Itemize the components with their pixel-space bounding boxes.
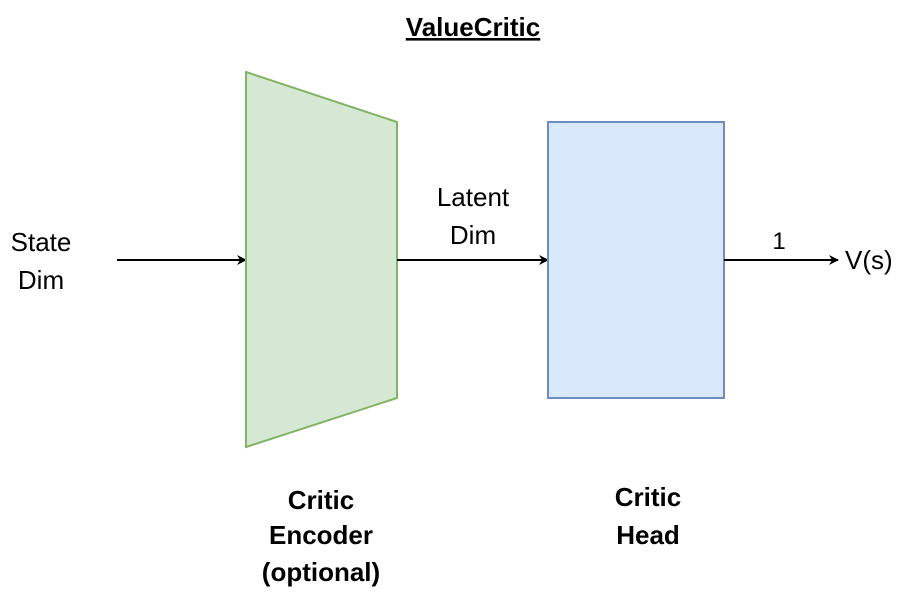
encoder-caption-line1: Critic [288, 485, 354, 515]
critic-head-block [547, 121, 725, 399]
head-caption-line1: Critic [615, 482, 681, 512]
critic-encoder-block [245, 70, 398, 449]
diagram-title: ValueCritic [406, 12, 540, 42]
encoder-caption-line2: Encoder [269, 520, 373, 550]
head-caption-line2: Head [616, 520, 680, 550]
encoder-caption-line3: (optional) [262, 557, 380, 587]
input-label-line2: Dim [18, 265, 64, 295]
output-value-label: V(s) [845, 245, 893, 275]
latent-label-line2: Dim [450, 220, 496, 250]
output-dim-label: 1 [772, 228, 785, 255]
latent-label-line1: Latent [437, 182, 510, 212]
input-label-line1: State [11, 227, 72, 257]
